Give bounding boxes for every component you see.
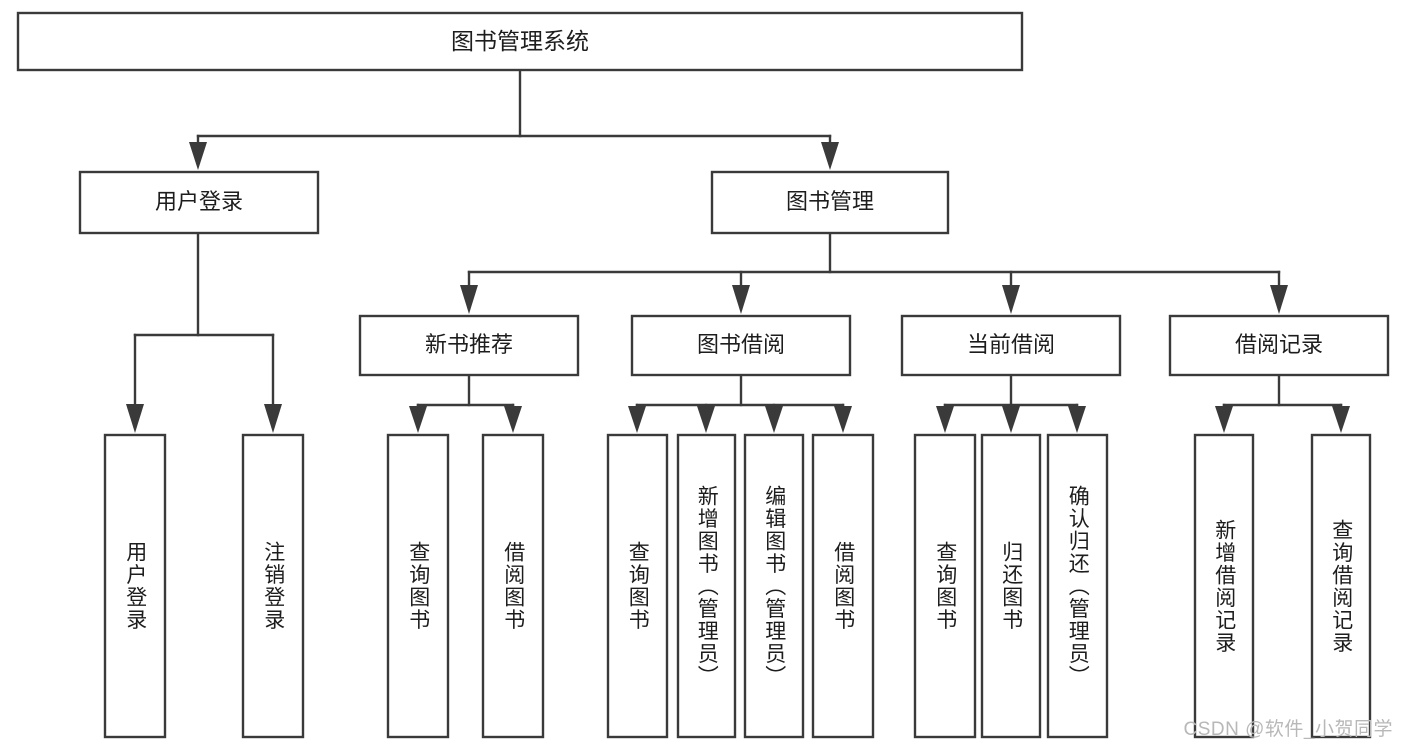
leaf-borrow-book-rec-box[interactable]: [481, 433, 545, 739]
leaf-add-book-box[interactable]: [676, 433, 737, 739]
node-current-borrow-box[interactable]: [900, 314, 1122, 377]
connector-group-new-book-rec: [409, 373, 522, 433]
leaf-return-book-box[interactable]: [980, 433, 1042, 739]
leaf-user-login-box[interactable]: [103, 433, 167, 739]
arrowhead-current-borrow: [1002, 285, 1020, 314]
leaf-logout-box[interactable]: [241, 433, 305, 739]
arrowhead-leaf-return-book: [1002, 406, 1020, 433]
arrowhead-book-borrow: [732, 285, 750, 314]
node-book-borrow-label: 图书借阅: [697, 332, 785, 357]
node-new-book-rec[interactable]: 新书推荐: [358, 314, 580, 377]
node-user-login-label: 用户登录: [155, 189, 243, 214]
connector-group-user-login: [126, 231, 282, 433]
node-book-manage-box[interactable]: [710, 170, 950, 235]
leaf-query-book-cur-box[interactable]: [913, 433, 977, 739]
node-user-login-box[interactable]: [78, 170, 320, 235]
leaf-confirm-return-box[interactable]: [1046, 433, 1109, 739]
leaf-edit-book-box[interactable]: [743, 433, 805, 739]
arrowhead-new-book-rec: [460, 285, 478, 314]
node-root-label: 图书管理系统: [451, 28, 589, 54]
arrowhead-leaf-query-record: [1332, 406, 1350, 433]
arrowhead-leaf-add-book: [697, 406, 715, 433]
node-book-borrow-box[interactable]: [630, 314, 852, 377]
arrowhead-user-login: [189, 142, 207, 170]
leaf-add-record-box[interactable]: [1193, 433, 1255, 739]
arrowhead-leaf-query-book-rec: [409, 406, 427, 433]
arrowhead-leaf-user-login: [126, 404, 144, 433]
node-current-borrow[interactable]: 当前借阅: [900, 314, 1122, 377]
node-book-manage[interactable]: 图书管理: [710, 170, 950, 235]
node-user-login[interactable]: 用户登录: [78, 170, 320, 235]
node-book-manage-label: 图书管理: [786, 189, 874, 214]
leaf-query-record-box[interactable]: [1310, 433, 1372, 739]
leaf-query-book-rec-box[interactable]: [386, 433, 450, 739]
arrowhead-leaf-confirm-return: [1068, 406, 1086, 433]
connector-group-current-borrow: [936, 373, 1086, 433]
arrowhead-book-manage: [821, 142, 839, 170]
arrowhead-leaf-borrow-book: [834, 406, 852, 433]
connector-group-root: [189, 68, 839, 170]
leaf-borrow-book-box[interactable]: [811, 433, 875, 739]
node-book-borrow[interactable]: 图书借阅: [630, 314, 852, 377]
arrowhead-leaf-add-record: [1215, 406, 1233, 433]
connector-group-book-borrow: [628, 373, 852, 433]
node-root[interactable]: 图书管理系统: [16, 11, 1024, 72]
node-current-borrow-label: 当前借阅: [967, 332, 1055, 357]
node-new-book-rec-label: 新书推荐: [425, 332, 513, 357]
arrowhead-leaf-query-book-cur: [936, 406, 954, 433]
leaf-query-book-box[interactable]: [606, 433, 669, 739]
connector-group-book-manage: [460, 231, 1288, 314]
arrowhead-leaf-logout: [264, 404, 282, 433]
arrowhead-leaf-query-book: [628, 406, 646, 433]
arrowhead-leaf-edit-book: [765, 406, 783, 433]
leaf-boxes-group: [103, 433, 1372, 739]
node-new-book-rec-box[interactable]: [358, 314, 580, 377]
node-root-box[interactable]: [16, 11, 1024, 72]
arrowhead-leaf-borrow-book-rec: [504, 406, 522, 433]
node-borrow-record[interactable]: 借阅记录: [1168, 314, 1390, 377]
arrowhead-borrow-record: [1270, 285, 1288, 314]
node-borrow-record-box[interactable]: [1168, 314, 1390, 377]
node-borrow-record-label: 借阅记录: [1235, 332, 1323, 357]
connector-group-borrow-record: [1215, 373, 1350, 433]
watermark: CSDN @软件_小贺同学: [1183, 719, 1393, 740]
